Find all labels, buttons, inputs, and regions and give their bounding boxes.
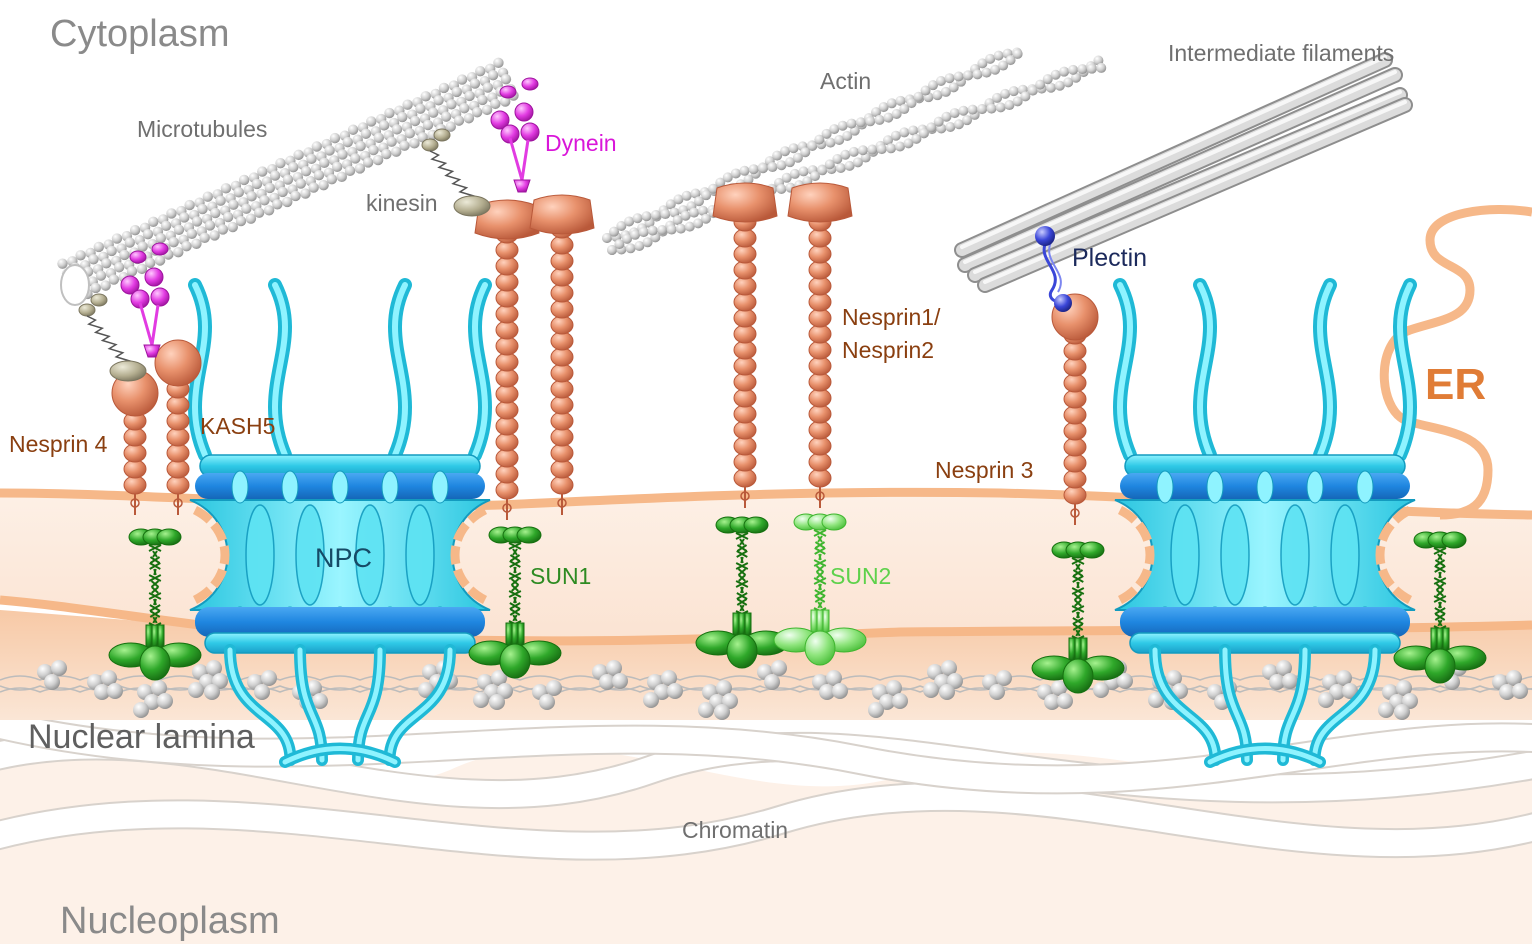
kinesin-label: kinesin — [366, 190, 438, 216]
npc-spoke — [405, 504, 435, 606]
lamin-cluster — [698, 680, 738, 720]
lamin-cluster — [592, 660, 628, 690]
lamin-cluster — [37, 660, 67, 690]
npc-spoke — [1220, 504, 1250, 606]
motor-proteins — [78, 77, 1072, 382]
dynein-motor — [490, 77, 540, 193]
lamin-cluster — [982, 670, 1012, 700]
lamin-cluster — [1318, 670, 1358, 708]
lamin-cluster — [643, 670, 683, 708]
lamin-cluster — [1262, 660, 1298, 690]
nuclear-pore-complex-left — [188, 278, 492, 768]
npc-spoke — [295, 504, 325, 606]
nesprin-giant-chain — [529, 194, 595, 515]
pore-membrane — [450, 505, 488, 605]
nesprin4-label: Nesprin 4 — [9, 431, 108, 457]
plectin-linker — [1035, 226, 1072, 312]
lamin-cluster — [247, 670, 277, 700]
actin-strand — [602, 47, 1023, 243]
calponin-homology-domain — [712, 182, 778, 223]
intermediate-filaments-label: Intermediate filaments — [1168, 40, 1395, 66]
intermediate-filament — [977, 97, 1413, 293]
actin-label: Actin — [820, 68, 872, 94]
lamin-cluster — [473, 670, 513, 710]
lamin-cluster — [1037, 680, 1073, 710]
npc-label: NPC — [315, 543, 373, 573]
nesprin12-label-line1: Nesprin1/ — [842, 304, 941, 330]
sun1-trimer — [1393, 531, 1487, 684]
actin-strand — [607, 55, 1107, 255]
pore-membrane — [1117, 505, 1155, 605]
microtubule-filament — [57, 57, 519, 306]
chromatin-label: Chromatin — [682, 817, 789, 843]
pore-membrane — [1375, 505, 1413, 605]
kash5-label: KASH5 — [200, 413, 276, 439]
nesprin-head — [154, 339, 202, 387]
nuclear-lamina-label: Nuclear lamina — [28, 718, 255, 756]
pore-membrane — [192, 505, 230, 605]
sun1-trimer — [1031, 541, 1125, 694]
lamin-cluster — [188, 660, 228, 700]
nesprin1-chain — [712, 182, 778, 508]
sun1-trimer — [108, 528, 202, 681]
nuclear-pore-complex-right — [1113, 278, 1417, 768]
actin-filament — [602, 47, 1107, 255]
er-membrane — [1379, 204, 1532, 520]
kash5-chain — [154, 339, 202, 515]
nesprin2-chain — [787, 182, 853, 508]
npc-central-core — [1114, 499, 1416, 611]
intermediate-filament — [954, 52, 1393, 258]
kinesin-motor — [78, 293, 147, 382]
sun2-label: SUN2 — [830, 563, 892, 589]
linc-complexes — [108, 182, 1487, 694]
chromatin-fibers — [0, 709, 1532, 861]
lamin-cluster — [923, 660, 963, 700]
sun2-trimer — [773, 513, 867, 666]
npc-spoke — [1280, 504, 1310, 606]
calponin-homology-domain — [529, 194, 595, 235]
npc-spoke — [1170, 504, 1200, 606]
sun1-trimer — [468, 526, 562, 679]
dynein-motor — [120, 242, 170, 358]
calponin-homology-domain — [787, 182, 853, 223]
lamin-cluster — [812, 670, 848, 700]
npc-spoke — [1330, 504, 1360, 606]
intermediate-filament — [967, 87, 1408, 283]
lamin-cluster — [1492, 670, 1528, 700]
microtubule-end — [60, 264, 90, 306]
nesprin4-chain — [111, 369, 159, 515]
er-label: ER — [1425, 360, 1487, 409]
dynein-label: Dynein — [545, 130, 617, 156]
lamin-cluster — [133, 680, 173, 718]
plectin-label: Plectin — [1072, 244, 1148, 272]
intermediate-filament — [957, 67, 1403, 273]
nesprin-giant-chain — [474, 199, 540, 520]
cytoplasm-label: Cytoplasm — [50, 13, 230, 55]
npc-spoke — [355, 504, 385, 606]
sun1-label: SUN1 — [530, 563, 592, 589]
npc-nuclear-ring — [195, 607, 485, 637]
nesprin12-label-line2: Nesprin2 — [842, 337, 935, 363]
microtubules-label: Microtubules — [137, 116, 268, 142]
kinesin-motor — [421, 128, 491, 217]
lamin-cluster — [757, 660, 787, 690]
lamin-cluster — [532, 680, 562, 710]
sun1-trimer — [695, 516, 789, 669]
lamin-cluster — [1378, 680, 1418, 720]
npc-spoke — [245, 504, 275, 606]
nesprin3-label: Nesprin 3 — [935, 457, 1034, 483]
lamin-cluster — [87, 670, 123, 700]
nucleoplasm-label: Nucleoplasm — [60, 900, 280, 942]
lamin-cluster — [868, 680, 908, 718]
npc-nuclear-ring — [1120, 607, 1410, 637]
